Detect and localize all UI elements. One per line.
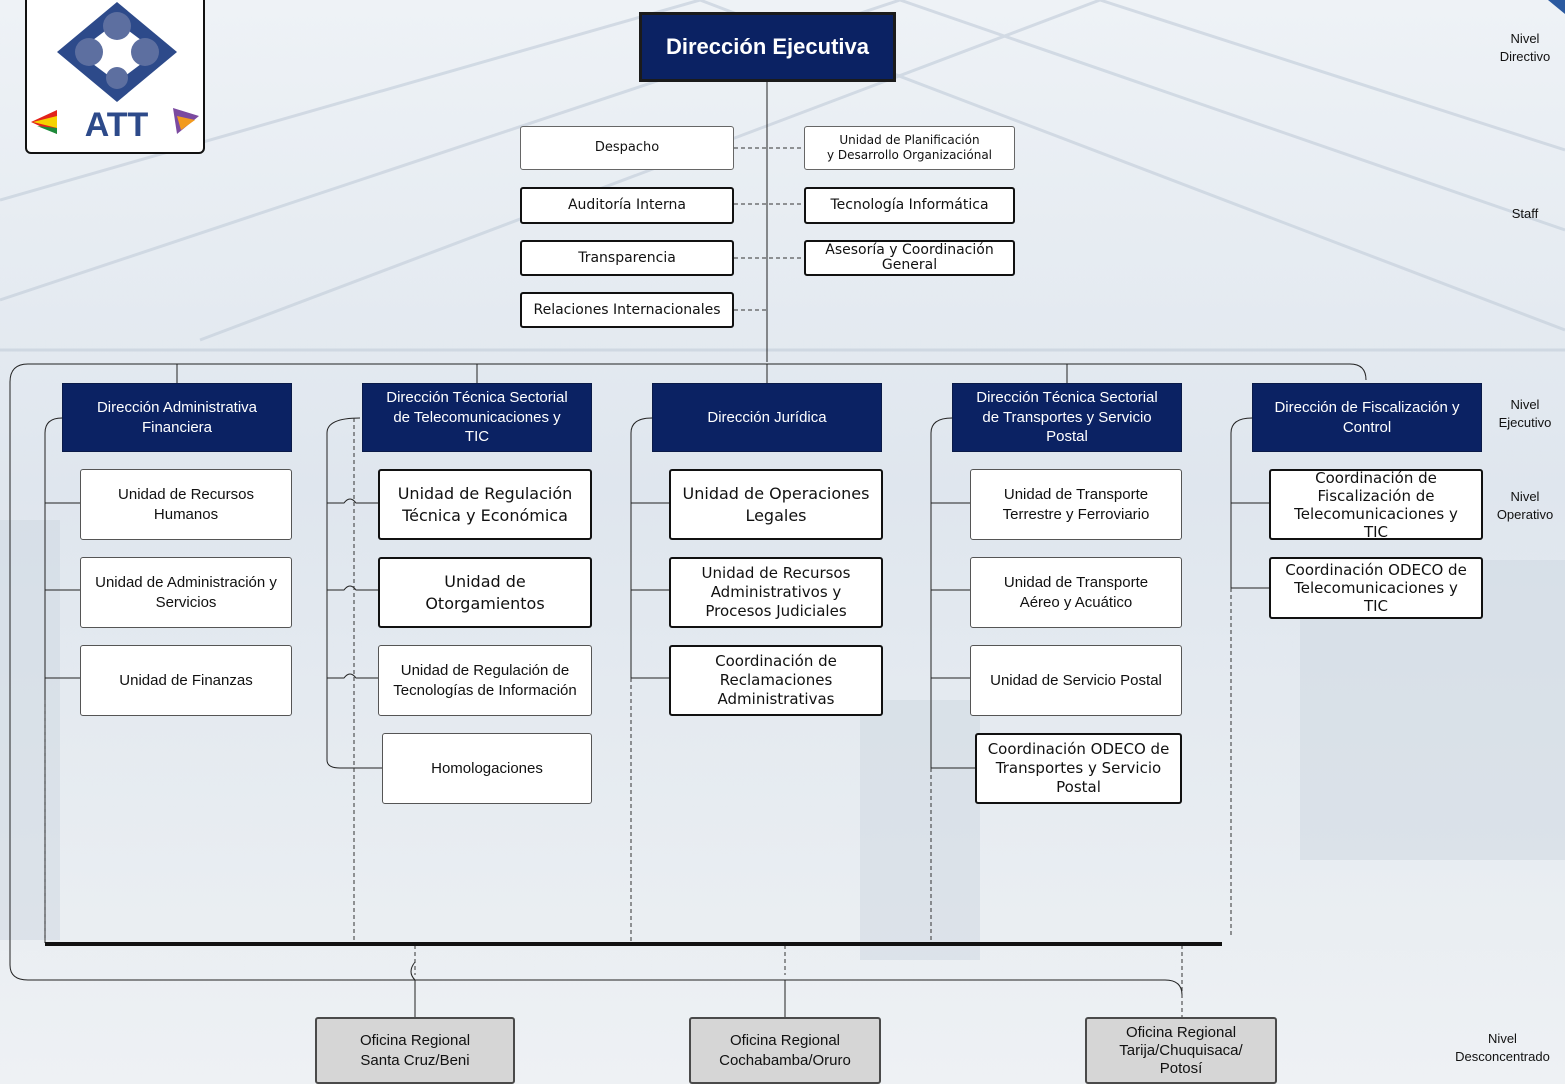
staff-planificacion[interactable]: Unidad de Planificación y Desarrollo Org… bbox=[804, 126, 1015, 170]
unit-administracion-servicios[interactable]: Unidad de Administración y Servicios bbox=[80, 557, 292, 628]
direction-title: Dirección Jurídica bbox=[707, 408, 827, 426]
staff-auditoria[interactable]: Auditoría Interna bbox=[520, 187, 734, 224]
unit-label: Unidad de Recursos Humanos bbox=[118, 486, 254, 523]
unit-fiscalizacion-telecom[interactable]: Coordinación de Fiscalización de Telecom… bbox=[1269, 469, 1483, 540]
staff-transparencia[interactable]: Transparencia bbox=[520, 240, 734, 276]
staff-despacho[interactable]: Despacho bbox=[520, 126, 734, 170]
regional-office-santa-cruz[interactable]: Oficina Regional Santa Cruz/Beni bbox=[315, 1017, 515, 1084]
unit-label: Unidad de Servicio Postal bbox=[990, 671, 1162, 689]
unit-label: Unidad de Transporte Aéreo y Acuático bbox=[1003, 574, 1149, 611]
regional-label: Oficina Regional Santa Cruz/Beni bbox=[359, 1032, 471, 1069]
unit-label: Unidad de Finanzas bbox=[119, 671, 253, 689]
staff-label: Transparencia bbox=[578, 249, 676, 266]
unit-homologaciones[interactable]: Homologaciones bbox=[382, 733, 592, 804]
direction-transportes[interactable]: Dirección Técnica Sectorial de Transport… bbox=[952, 383, 1182, 452]
unit-label: Unidad de Otorgamientos bbox=[425, 572, 545, 613]
unit-reclamaciones[interactable]: Coordinación de Reclamaciones Administra… bbox=[669, 645, 883, 716]
unit-label: Unidad de Recursos Administrativos y Pro… bbox=[701, 564, 851, 620]
direction-juridica[interactable]: Dirección Jurídica bbox=[652, 383, 882, 452]
unit-label: Coordinación ODECO de Telecomunicaciones… bbox=[1285, 561, 1467, 615]
direction-administrativa[interactable]: Dirección Administrativa Financiera bbox=[62, 383, 292, 452]
level-directivo: Nivel Directivo bbox=[1499, 31, 1551, 64]
unit-recursos-humanos[interactable]: Unidad de Recursos Humanos bbox=[80, 469, 292, 540]
staff-label: Auditoría Interna bbox=[567, 197, 687, 214]
direction-title: Dirección Técnica Sectorial de Telecomun… bbox=[386, 388, 568, 446]
level-operativo: Nivel Operativo bbox=[1496, 489, 1554, 522]
executive-direction-box[interactable]: Dirección Ejecutiva bbox=[639, 12, 896, 82]
executive-direction-title: Dirección Ejecutiva bbox=[666, 34, 869, 59]
unit-label: Coordinación de Fiscalización de Telecom… bbox=[1294, 469, 1458, 540]
direction-title: Dirección Técnica Sectorial de Transport… bbox=[976, 388, 1158, 446]
staff-label: Asesoría y Coordinación General bbox=[825, 241, 994, 273]
unit-label: Coordinación ODECO de Transportes y Serv… bbox=[987, 740, 1170, 796]
unit-operaciones-legales[interactable]: Unidad de Operaciones Legales bbox=[669, 469, 883, 540]
unit-servicio-postal[interactable]: Unidad de Servicio Postal bbox=[970, 645, 1182, 716]
unit-label: Unidad de Regulación de Tecnologías de I… bbox=[393, 662, 577, 699]
att-logo: ATT bbox=[25, 0, 205, 154]
unit-regulacion-tecnica[interactable]: Unidad de Regulación Técnica y Económica bbox=[378, 469, 592, 540]
unit-recursos-administrativos[interactable]: Unidad de Recursos Administrativos y Pro… bbox=[669, 557, 883, 628]
unit-label: Unidad de Operaciones Legales bbox=[682, 484, 870, 525]
direction-telecomunicaciones[interactable]: Dirección Técnica Sectorial de Telecomun… bbox=[362, 383, 592, 452]
level-staff: Staff bbox=[1511, 206, 1539, 221]
unit-otorgamientos[interactable]: Unidad de Otorgamientos bbox=[378, 557, 592, 628]
unit-label: Unidad de Administración y Servicios bbox=[95, 574, 277, 611]
unit-label: Coordinación de Reclamaciones Administra… bbox=[715, 652, 837, 708]
logo-text: ATT bbox=[84, 106, 149, 144]
unit-regulacion-tecnologias[interactable]: Unidad de Regulación de Tecnologías de I… bbox=[378, 645, 592, 716]
regional-label: Oficina Regional Tarija/Chuquisaca/ Poto… bbox=[1119, 1023, 1243, 1077]
staff-asesoria[interactable]: Asesoría y Coordinación General bbox=[804, 240, 1015, 276]
unit-label: Unidad de Regulación Técnica y Económica bbox=[397, 484, 573, 525]
unit-odeco-transportes[interactable]: Coordinación ODECO de Transportes y Serv… bbox=[975, 733, 1182, 804]
regional-office-tarija[interactable]: Oficina Regional Tarija/Chuquisaca/ Poto… bbox=[1085, 1017, 1277, 1084]
unit-transporte-terrestre[interactable]: Unidad de Transporte Terrestre y Ferrovi… bbox=[970, 469, 1182, 540]
regional-label: Oficina Regional Cochabamba/Oruro bbox=[719, 1032, 851, 1069]
staff-relaciones-internacionales[interactable]: Relaciones Internacionales bbox=[520, 292, 734, 328]
regional-office-cochabamba[interactable]: Oficina Regional Cochabamba/Oruro bbox=[689, 1017, 881, 1084]
staff-label: Despacho bbox=[594, 139, 660, 155]
unit-finanzas[interactable]: Unidad de Finanzas bbox=[80, 645, 292, 716]
unit-label: Unidad de Transporte Terrestre y Ferrovi… bbox=[1002, 486, 1150, 523]
staff-label: Relaciones Internacionales bbox=[533, 301, 721, 318]
staff-label: Unidad de Planificación y Desarrollo Org… bbox=[827, 133, 992, 162]
staff-label: Tecnología Informática bbox=[830, 197, 989, 214]
level-desconcentrado: Nivel Desconcentrado bbox=[1455, 1031, 1550, 1064]
direction-title: Dirección Administrativa Financiera bbox=[96, 398, 258, 436]
unit-transporte-aereo[interactable]: Unidad de Transporte Aéreo y Acuático bbox=[970, 557, 1182, 628]
unit-odeco-telecom[interactable]: Coordinación ODECO de Telecomunicaciones… bbox=[1269, 557, 1483, 619]
level-ejecutivo: Nivel Ejecutivo bbox=[1498, 397, 1552, 430]
direction-fiscalizacion[interactable]: Dirección de Fiscalización y Control bbox=[1252, 383, 1482, 452]
logo-diamond-icon bbox=[31, 2, 199, 134]
staff-tecnologia[interactable]: Tecnología Informática bbox=[804, 187, 1015, 224]
direction-title: Dirección de Fiscalización y Control bbox=[1274, 398, 1460, 436]
unit-label: Homologaciones bbox=[431, 759, 543, 777]
